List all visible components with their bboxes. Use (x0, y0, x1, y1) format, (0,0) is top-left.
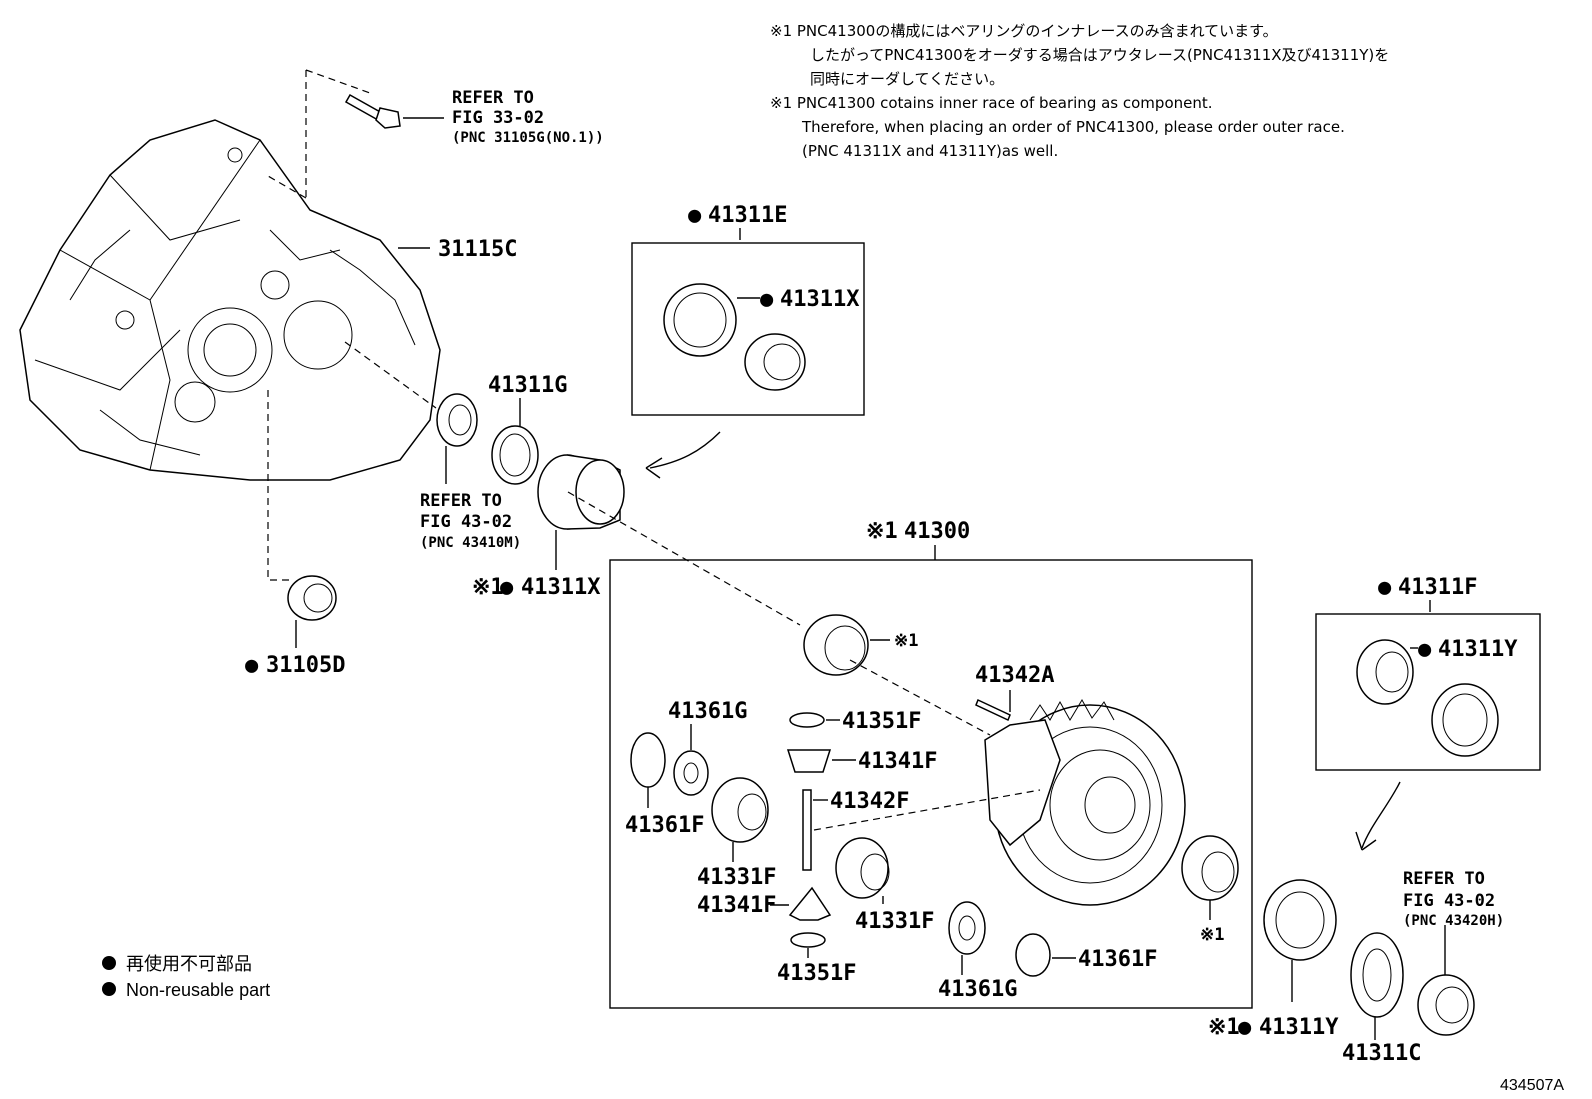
label-41311Y-kit: 41311Y (1438, 637, 1518, 662)
dot-41311Y: ● (1238, 1015, 1252, 1040)
label-41311G: 41311G (488, 373, 567, 398)
note-jp-line2: したがってPNC41300をオーダする場合はアウタレース(PNC41311X及び… (810, 46, 1389, 64)
figure-code: 434507A (1500, 1077, 1564, 1094)
label-41300: 41300 (904, 519, 970, 544)
label-41351F-a: 41351F (842, 709, 921, 734)
kome-41311X: ※1 (472, 575, 504, 600)
side-gear-41331F-left (711, 777, 769, 843)
label-41311E: 41311E (708, 203, 787, 228)
label-41361G-b: 41361G (938, 977, 1017, 1002)
note-en-line2: Therefore, when placing an order of PNC4… (801, 118, 1345, 136)
kit-41311F-box (1315, 613, 1541, 771)
label-41342A: 41342A (975, 663, 1054, 688)
plate-41361F-right (1015, 933, 1051, 977)
side-gear-41331F-right (835, 837, 890, 899)
legend-jp: 再使用不可部品 (126, 954, 252, 974)
dot-41311X: ● (500, 575, 514, 600)
kit-41311E-race-drawing (663, 283, 737, 357)
plate-41361F-left (630, 732, 666, 788)
differential-case-drawing (984, 699, 1186, 906)
dot-41311E: ● (688, 203, 702, 228)
kome-inner-race-left: ※1 (894, 631, 918, 651)
oil-seal-right-drawing (1417, 974, 1475, 1036)
ref-bolt-line1: REFER TO (452, 88, 534, 108)
label-41311F: 41311F (1398, 575, 1477, 600)
shim-41311C-drawing (1350, 932, 1404, 1018)
label-41331F-b: 41331F (855, 909, 934, 934)
kit-41311F-cone-drawing (1356, 639, 1414, 705)
label-41311X-kit: 41311X (780, 287, 859, 312)
ref-seal-right-line1: REFER TO (1403, 869, 1485, 889)
label-41361F-a: 41361F (625, 813, 704, 838)
washer-41361G-right (948, 901, 986, 955)
oil-seal-left-drawing (436, 393, 478, 447)
outer-race-41311Y-drawing (1263, 879, 1337, 961)
dot-41311X-kit: ● (760, 287, 774, 312)
legend-dot-en (102, 982, 116, 996)
inner-race-left-drawing (803, 614, 869, 676)
transaxle-case-drawing (19, 119, 441, 481)
shim-41311G-drawing (491, 425, 539, 485)
note-jp-line3: 同時にオーダしてください。 (810, 70, 1004, 88)
label-41311Y: 41311Y (1259, 1015, 1339, 1040)
dot-31105D: ● (245, 653, 259, 678)
pinion-41341F-bottom (788, 886, 832, 921)
label-41361G-a: 41361G (668, 699, 747, 724)
legend: 再使用不可部品 Non-reusable part (102, 954, 270, 1000)
legend-en: Non-reusable part (126, 980, 270, 1000)
note-en-line3: (PNC 41311X and 41311Y)as well. (802, 142, 1058, 160)
label-31105D: 31105D (266, 653, 345, 678)
ref-seal-right-line2: FIG 43-02 (1403, 891, 1495, 911)
kit-41311F-race-drawing (1431, 683, 1499, 757)
inner-race-right-drawing (1181, 835, 1239, 901)
dot-41311F: ● (1378, 575, 1392, 600)
ref-bolt-line2: FIG 33-02 (452, 108, 544, 128)
washer-41361G-left (673, 750, 709, 796)
note-jp-line1: ※1 PNC41300の構成にはベアリングのインナレースのみ含まれています。 (770, 22, 1278, 40)
label-41341F-b: 41341F (697, 893, 776, 918)
ref-bolt-line3: (PNC 31105G(NO.1)) (452, 130, 604, 146)
label-41331F-a: 41331F (697, 865, 776, 890)
order-note: ※1 PNC41300の構成にはベアリングのインナレースのみ含まれています。 し… (770, 22, 1389, 160)
washer-41351F-bottom (790, 932, 826, 948)
label-31115C: 31115C (438, 237, 517, 262)
label-41311C: 41311C (1342, 1041, 1421, 1066)
label-41311X: 41311X (521, 575, 600, 600)
washer-41351F-top (789, 712, 825, 728)
ref-seal-left-line3: (PNC 43410M) (420, 535, 521, 551)
pinion-shaft-41342F (802, 789, 812, 871)
label-41351F-b: 41351F (777, 961, 856, 986)
pinion-41341F-top (786, 749, 832, 773)
assembly-41300-box (609, 559, 1253, 1009)
bolt-drawing (344, 93, 401, 129)
note-en-line1: ※1 PNC41300 cotains inner race of bearin… (770, 94, 1213, 112)
kome-41311Y: ※1 (1208, 1015, 1240, 1040)
ref-seal-right-line3: (PNC 43420H) (1403, 913, 1504, 929)
label-41342F: 41342F (830, 789, 909, 814)
kome-inner-race-right: ※1 (1200, 925, 1224, 945)
dot-41311Y-kit: ● (1418, 637, 1432, 662)
outer-race-41311X-drawing (537, 454, 625, 530)
bearing-31105D-drawing (287, 575, 337, 621)
kit-41311E-cone-drawing (744, 333, 806, 391)
ref-seal-left-line1: REFER TO (420, 491, 502, 511)
legend-dot-jp (102, 956, 116, 970)
label-41341F-a: 41341F (858, 749, 937, 774)
kome-41300: ※1 (866, 519, 898, 544)
label-41361F-b: 41361F (1078, 947, 1157, 972)
ref-seal-left-line2: FIG 43-02 (420, 512, 512, 532)
kit-41311E-box (631, 242, 865, 416)
